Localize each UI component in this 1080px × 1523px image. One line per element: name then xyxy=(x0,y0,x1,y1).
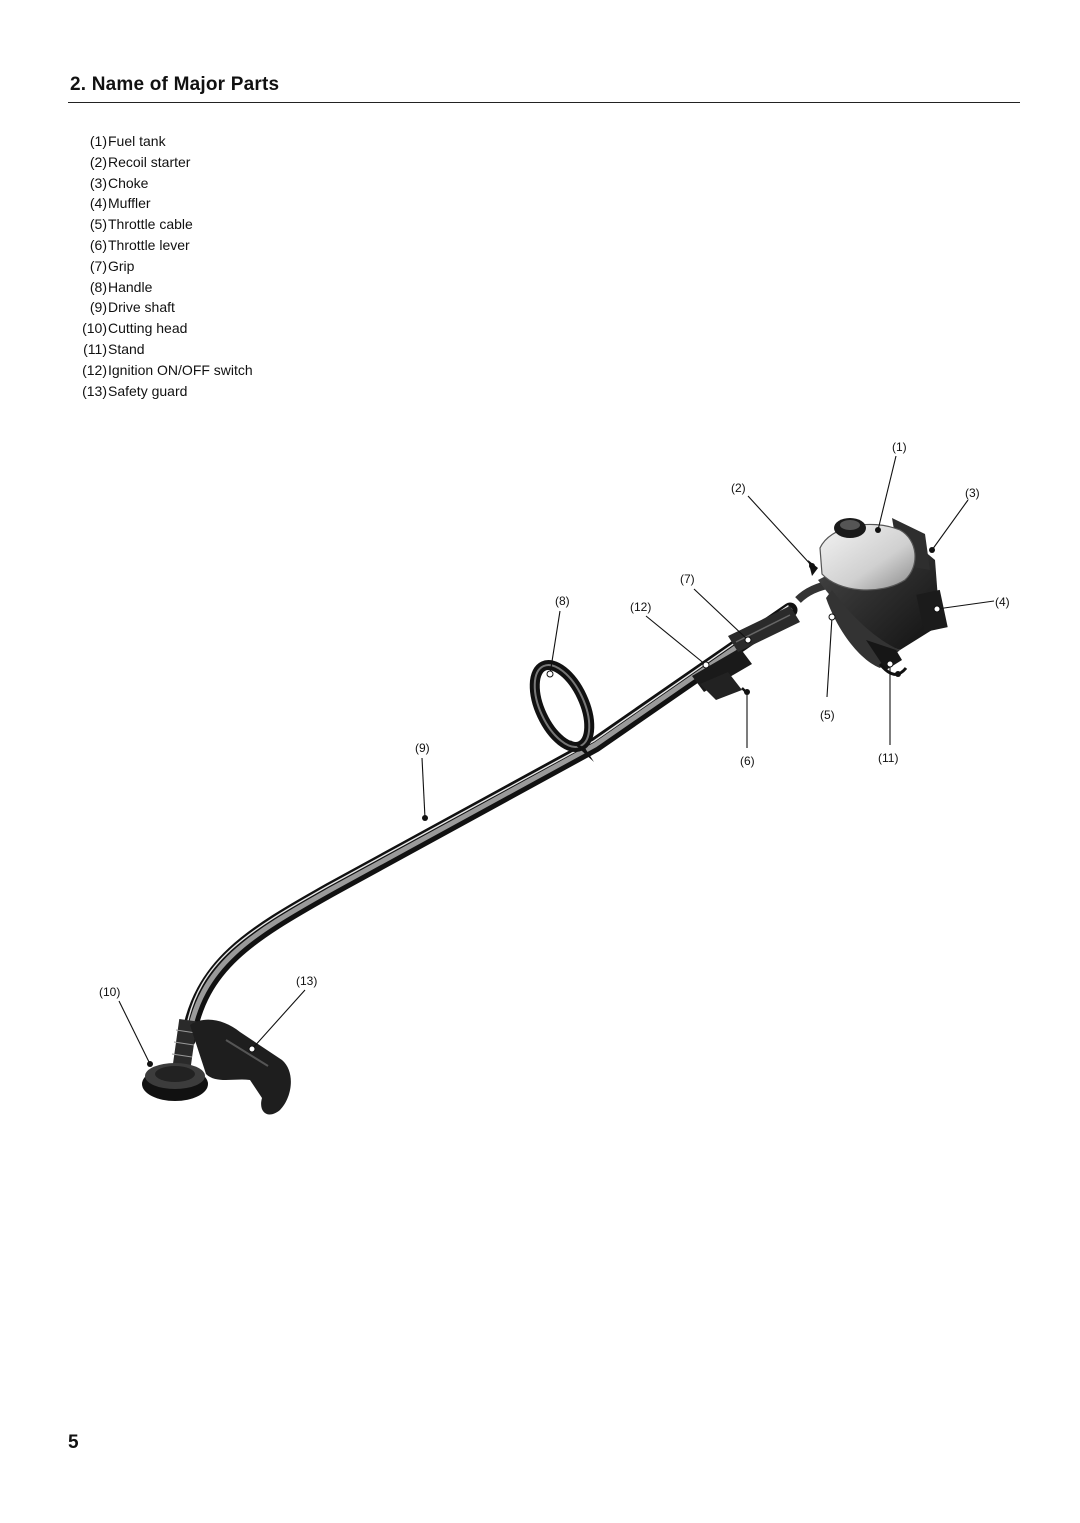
list-item: (6)Throttle lever xyxy=(70,235,253,256)
list-item: (9)Drive shaft xyxy=(70,297,253,318)
callout-7: (7) xyxy=(680,572,695,586)
list-item: (5)Throttle cable xyxy=(70,214,253,235)
part-number: (10) xyxy=(82,320,107,337)
part-number: (13) xyxy=(82,382,107,399)
list-item: (3)Choke xyxy=(70,173,253,194)
part-number: (8) xyxy=(89,278,107,295)
list-item: (13)Safety guard xyxy=(70,381,253,402)
callout-9: (9) xyxy=(415,741,430,755)
page-number: 5 xyxy=(68,1432,79,1453)
list-item: (7)Grip xyxy=(70,256,253,277)
callout-3: (3) xyxy=(965,486,980,500)
part-number: (2) xyxy=(89,153,107,170)
part-label: Safety guard xyxy=(108,382,188,399)
list-item: (2)Recoil starter xyxy=(70,152,253,173)
throttle-grip-assembly xyxy=(692,580,833,700)
callout-2: (2) xyxy=(731,481,746,495)
cutting-head-assembly xyxy=(142,1018,291,1115)
part-number: (12) xyxy=(82,361,107,378)
callout-5: (5) xyxy=(820,708,835,722)
callout-13: (13) xyxy=(296,974,317,988)
callout-11: (11) xyxy=(878,751,898,765)
part-number: (9) xyxy=(89,299,107,316)
drive-shaft xyxy=(180,602,798,1048)
list-item: (1)Fuel tank xyxy=(70,131,253,152)
callout-12: (12) xyxy=(630,600,651,614)
leader-lines xyxy=(118,455,995,1067)
part-label: Ignition ON/OFF switch xyxy=(108,361,253,378)
part-number: (5) xyxy=(89,216,107,233)
part-label: Cutting head xyxy=(108,320,188,337)
callout-8: (8) xyxy=(555,594,570,608)
callout-10: (10) xyxy=(99,985,120,999)
part-number: (4) xyxy=(89,195,107,212)
list-item: (8)Handle xyxy=(70,277,253,298)
part-label: Throttle cable xyxy=(108,216,193,233)
list-item: (11)Stand xyxy=(70,339,253,360)
part-label: Throttle lever xyxy=(108,236,190,253)
callout-4: (4) xyxy=(995,595,1010,609)
part-number: (3) xyxy=(89,174,107,191)
part-label: Grip xyxy=(108,257,135,274)
part-number: (11) xyxy=(83,340,107,357)
part-label: Drive shaft xyxy=(108,299,175,316)
part-label: Fuel tank xyxy=(108,133,166,149)
callout-6: (6) xyxy=(740,754,755,768)
part-number: (7) xyxy=(89,257,107,274)
part-label: Handle xyxy=(108,278,153,295)
callout-1: (1) xyxy=(892,440,907,454)
part-label: Muffler xyxy=(108,195,151,212)
list-item: (12)Ignition ON/OFF switch xyxy=(70,360,253,381)
section-title: 2. Name of Major Parts xyxy=(70,74,280,95)
part-label: Recoil starter xyxy=(108,153,191,170)
part-number: (1) xyxy=(89,133,107,149)
part-label: Choke xyxy=(108,174,149,191)
title-rule xyxy=(68,102,1020,103)
parts-list: (1)Fuel tank (2)Recoil starter (3)Choke … xyxy=(70,131,253,401)
engine-assembly xyxy=(808,518,948,677)
part-number: (6) xyxy=(89,236,107,253)
list-item: (10)Cutting head xyxy=(70,318,253,339)
handle-loop xyxy=(529,660,595,762)
part-label: Stand xyxy=(108,340,145,357)
list-item: (4)Muffler xyxy=(70,193,253,214)
